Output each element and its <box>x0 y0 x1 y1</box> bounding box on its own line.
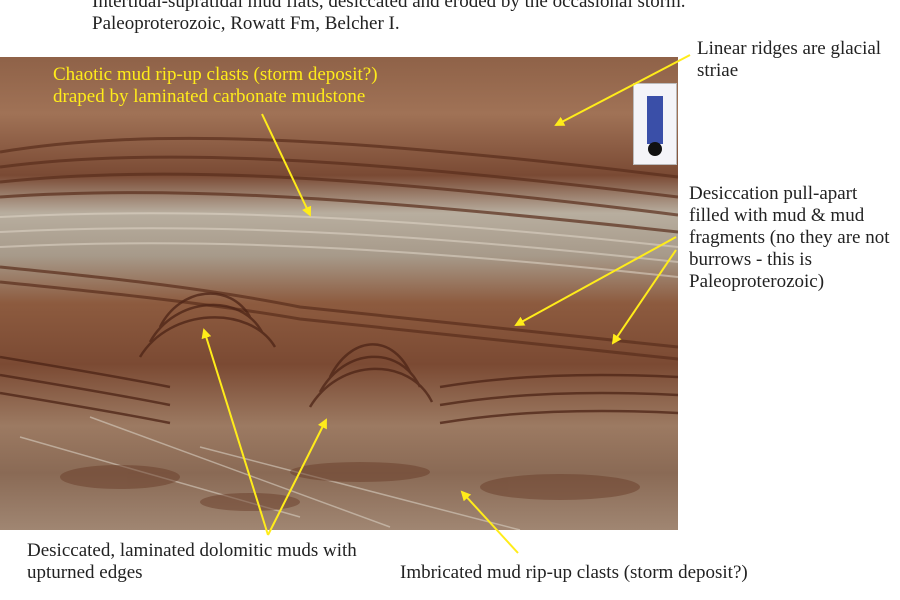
photo-caption: Intertidal-supratidal mud flats, desicca… <box>92 0 686 34</box>
label-desiccated-muds: Desiccated, laminated dolomitic muds wit… <box>27 540 357 583</box>
scale-card-stripe <box>647 96 663 144</box>
label-imbricated-clasts: Imbricated mud rip-up clasts (storm depo… <box>400 562 748 583</box>
scale-card-disc <box>648 142 662 156</box>
outcrop-photo <box>0 57 678 530</box>
outcrop-rock-texture <box>0 57 678 530</box>
label-desiccation-pull-apart: Desiccation pull-apart filled with mud &… <box>689 183 890 292</box>
label-chaotic-clasts: Chaotic mud rip-up clasts (storm deposit… <box>53 64 378 107</box>
scale-card <box>633 83 677 165</box>
label-glacial-striae: Linear ridges are glacial striae <box>697 38 882 81</box>
